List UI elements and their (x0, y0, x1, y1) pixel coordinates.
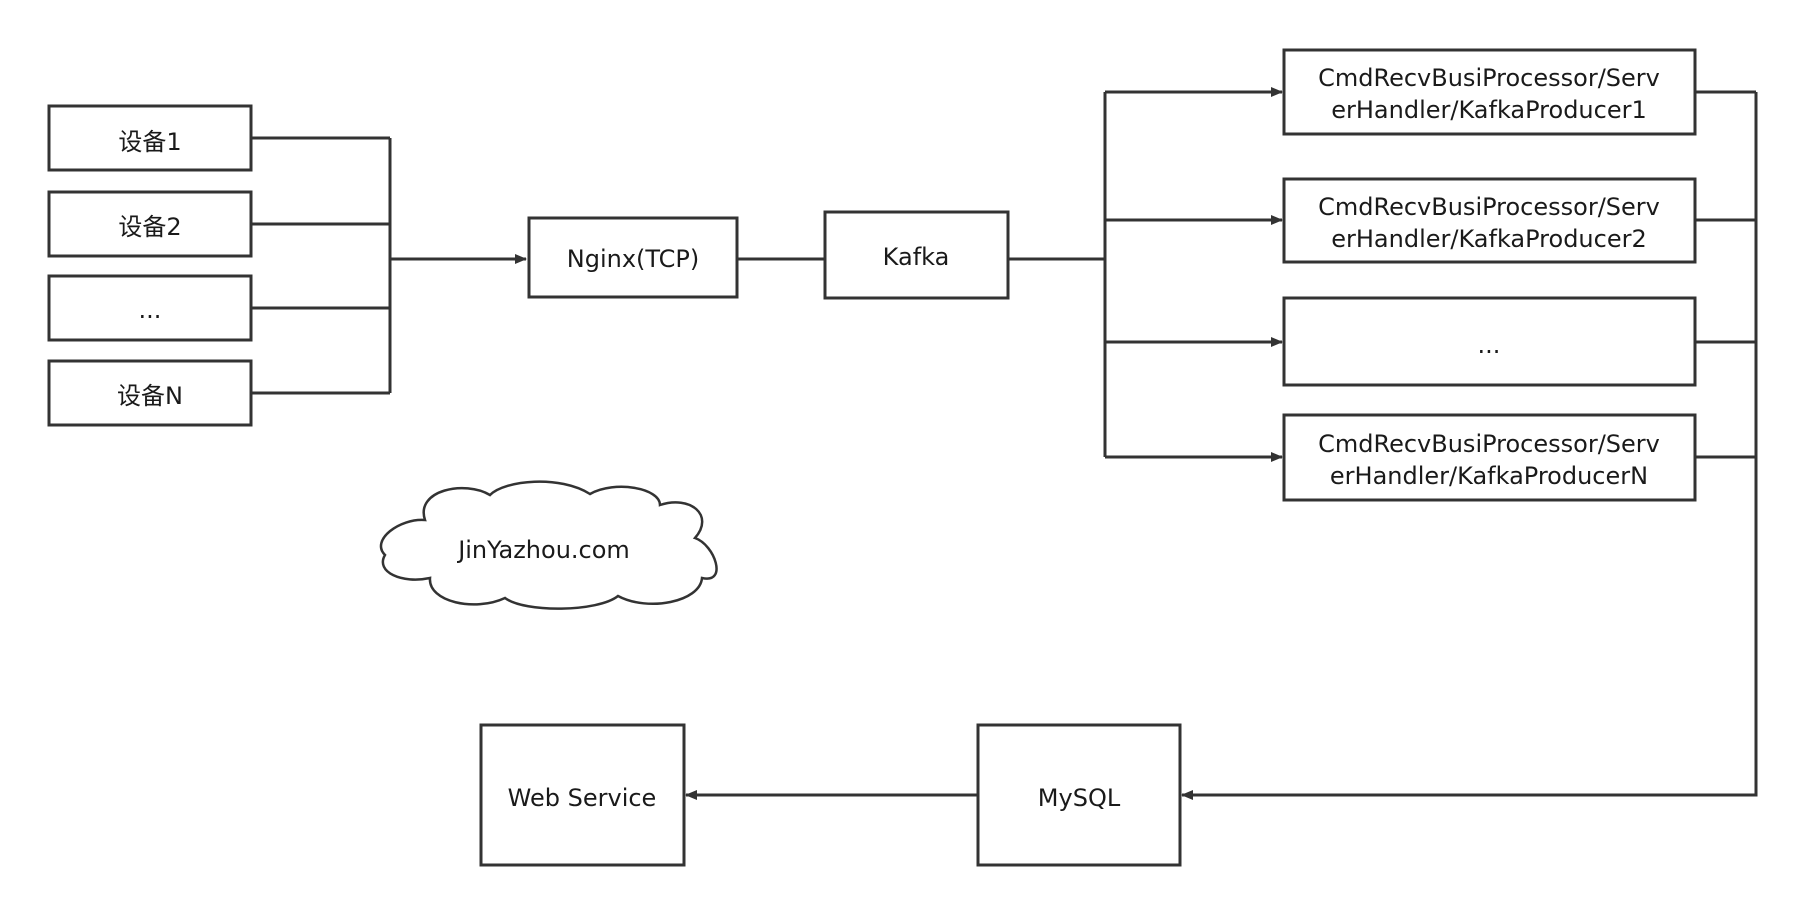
processor-label-line2: erHandler/KafkaProducer1 (1331, 96, 1647, 124)
processor-node-N: CmdRecvBusiProcessor/Serv erHandler/Kafk… (1282, 413, 1697, 502)
processor-label-line1: CmdRecvBusiProcessor/Serv (1318, 64, 1660, 92)
kafka-label: Kafka (883, 243, 950, 271)
processor-node-ellipsis: ... (1282, 296, 1697, 387)
processor-label-line1: CmdRecvBusiProcessor/Serv (1318, 193, 1660, 221)
mysql-label: MySQL (1038, 784, 1121, 812)
device-node-ellipsis: ... (47, 274, 253, 342)
device-label: 设备N (117, 382, 183, 410)
device-node-1: 设备1 (47, 104, 253, 172)
processor-label-line1: ... (1478, 331, 1501, 359)
device-label: ... (139, 296, 162, 324)
processor-label-line2: erHandler/KafkaProducer2 (1331, 225, 1647, 253)
cloud-icon (379, 480, 718, 610)
web-service-label: Web Service (508, 784, 657, 812)
mysql-node: MySQL (976, 723, 1182, 867)
device-label: 设备1 (118, 128, 181, 156)
device-node-2: 设备2 (47, 190, 253, 258)
processor-label-line1: CmdRecvBusiProcessor/Serv (1318, 430, 1660, 458)
web-service-node: Web Service (479, 723, 686, 867)
device-label: 设备2 (118, 213, 181, 241)
processor-label-line2: erHandler/KafkaProducerN (1330, 462, 1648, 490)
processor-node-1: CmdRecvBusiProcessor/Serv erHandler/Kafk… (1282, 48, 1697, 136)
processor-node-2: CmdRecvBusiProcessor/Serv erHandler/Kafk… (1282, 177, 1697, 264)
device-node-N: 设备N (47, 359, 253, 427)
kafka-node: Kafka (823, 210, 1010, 300)
nginx-node: Nginx(TCP) (527, 216, 739, 299)
nginx-label: Nginx(TCP) (567, 245, 699, 273)
return-bus-to-mysql (1181, 92, 1758, 800)
watermark-label: JinYazhou.com (456, 536, 630, 564)
watermark-cloud: JinYazhou.com (379, 480, 718, 610)
